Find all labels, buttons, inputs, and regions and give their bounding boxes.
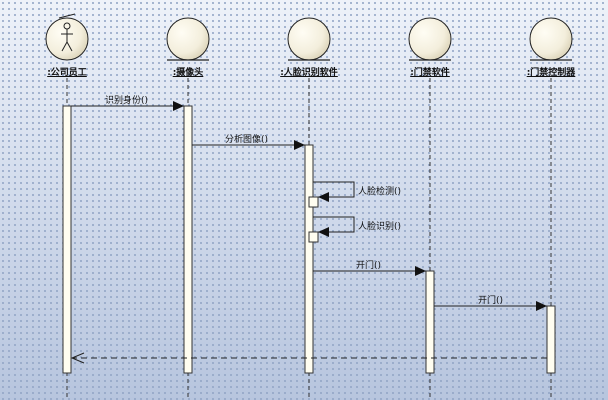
lifeline-name-face-recognition: :人脸识别软件 xyxy=(280,68,338,78)
message-label-open-door-1: 开门() xyxy=(356,261,382,271)
lifeline-name-door-controller: :门禁控制器 xyxy=(526,68,576,78)
activation-face-recognition[interactable] xyxy=(304,144,314,374)
message-label-face-identify: 人脸识别() xyxy=(358,222,402,232)
lifeline-name-camera: :摄像头 xyxy=(172,68,204,78)
message-return[interactable] xyxy=(70,352,547,364)
message-face-identify[interactable] xyxy=(313,216,355,237)
message-identify-identity[interactable] xyxy=(71,101,184,111)
actor-head-employee[interactable] xyxy=(45,13,89,61)
entity-head-door-controller[interactable] xyxy=(529,17,573,61)
message-label-face-detect: 人脸检测() xyxy=(358,187,402,197)
activation-face-identify-nested[interactable] xyxy=(308,231,319,243)
lifeline-name-door-software: :门禁软件 xyxy=(410,68,450,78)
entity-head-door-software[interactable] xyxy=(408,17,452,61)
message-open-door-1[interactable] xyxy=(313,266,426,276)
message-open-door-2[interactable] xyxy=(434,301,547,311)
activation-door-controller[interactable] xyxy=(546,305,556,374)
message-label-open-door-2: 开门() xyxy=(478,296,504,306)
entity-head-face-recognition[interactable] xyxy=(287,17,331,61)
message-analyze-image[interactable] xyxy=(192,140,305,150)
activation-camera[interactable] xyxy=(183,105,193,374)
message-label-identify-identity: 识别身份() xyxy=(105,96,149,106)
message-label-analyze-image: 分析图像() xyxy=(225,135,269,145)
activation-employee[interactable] xyxy=(62,105,72,374)
activation-door-software[interactable] xyxy=(425,270,435,374)
activation-face-detect-nested[interactable] xyxy=(308,196,319,208)
entity-head-camera[interactable] xyxy=(166,17,210,61)
message-face-detect[interactable] xyxy=(313,181,355,202)
lifeline-name-employee: :公司员工 xyxy=(47,68,87,78)
